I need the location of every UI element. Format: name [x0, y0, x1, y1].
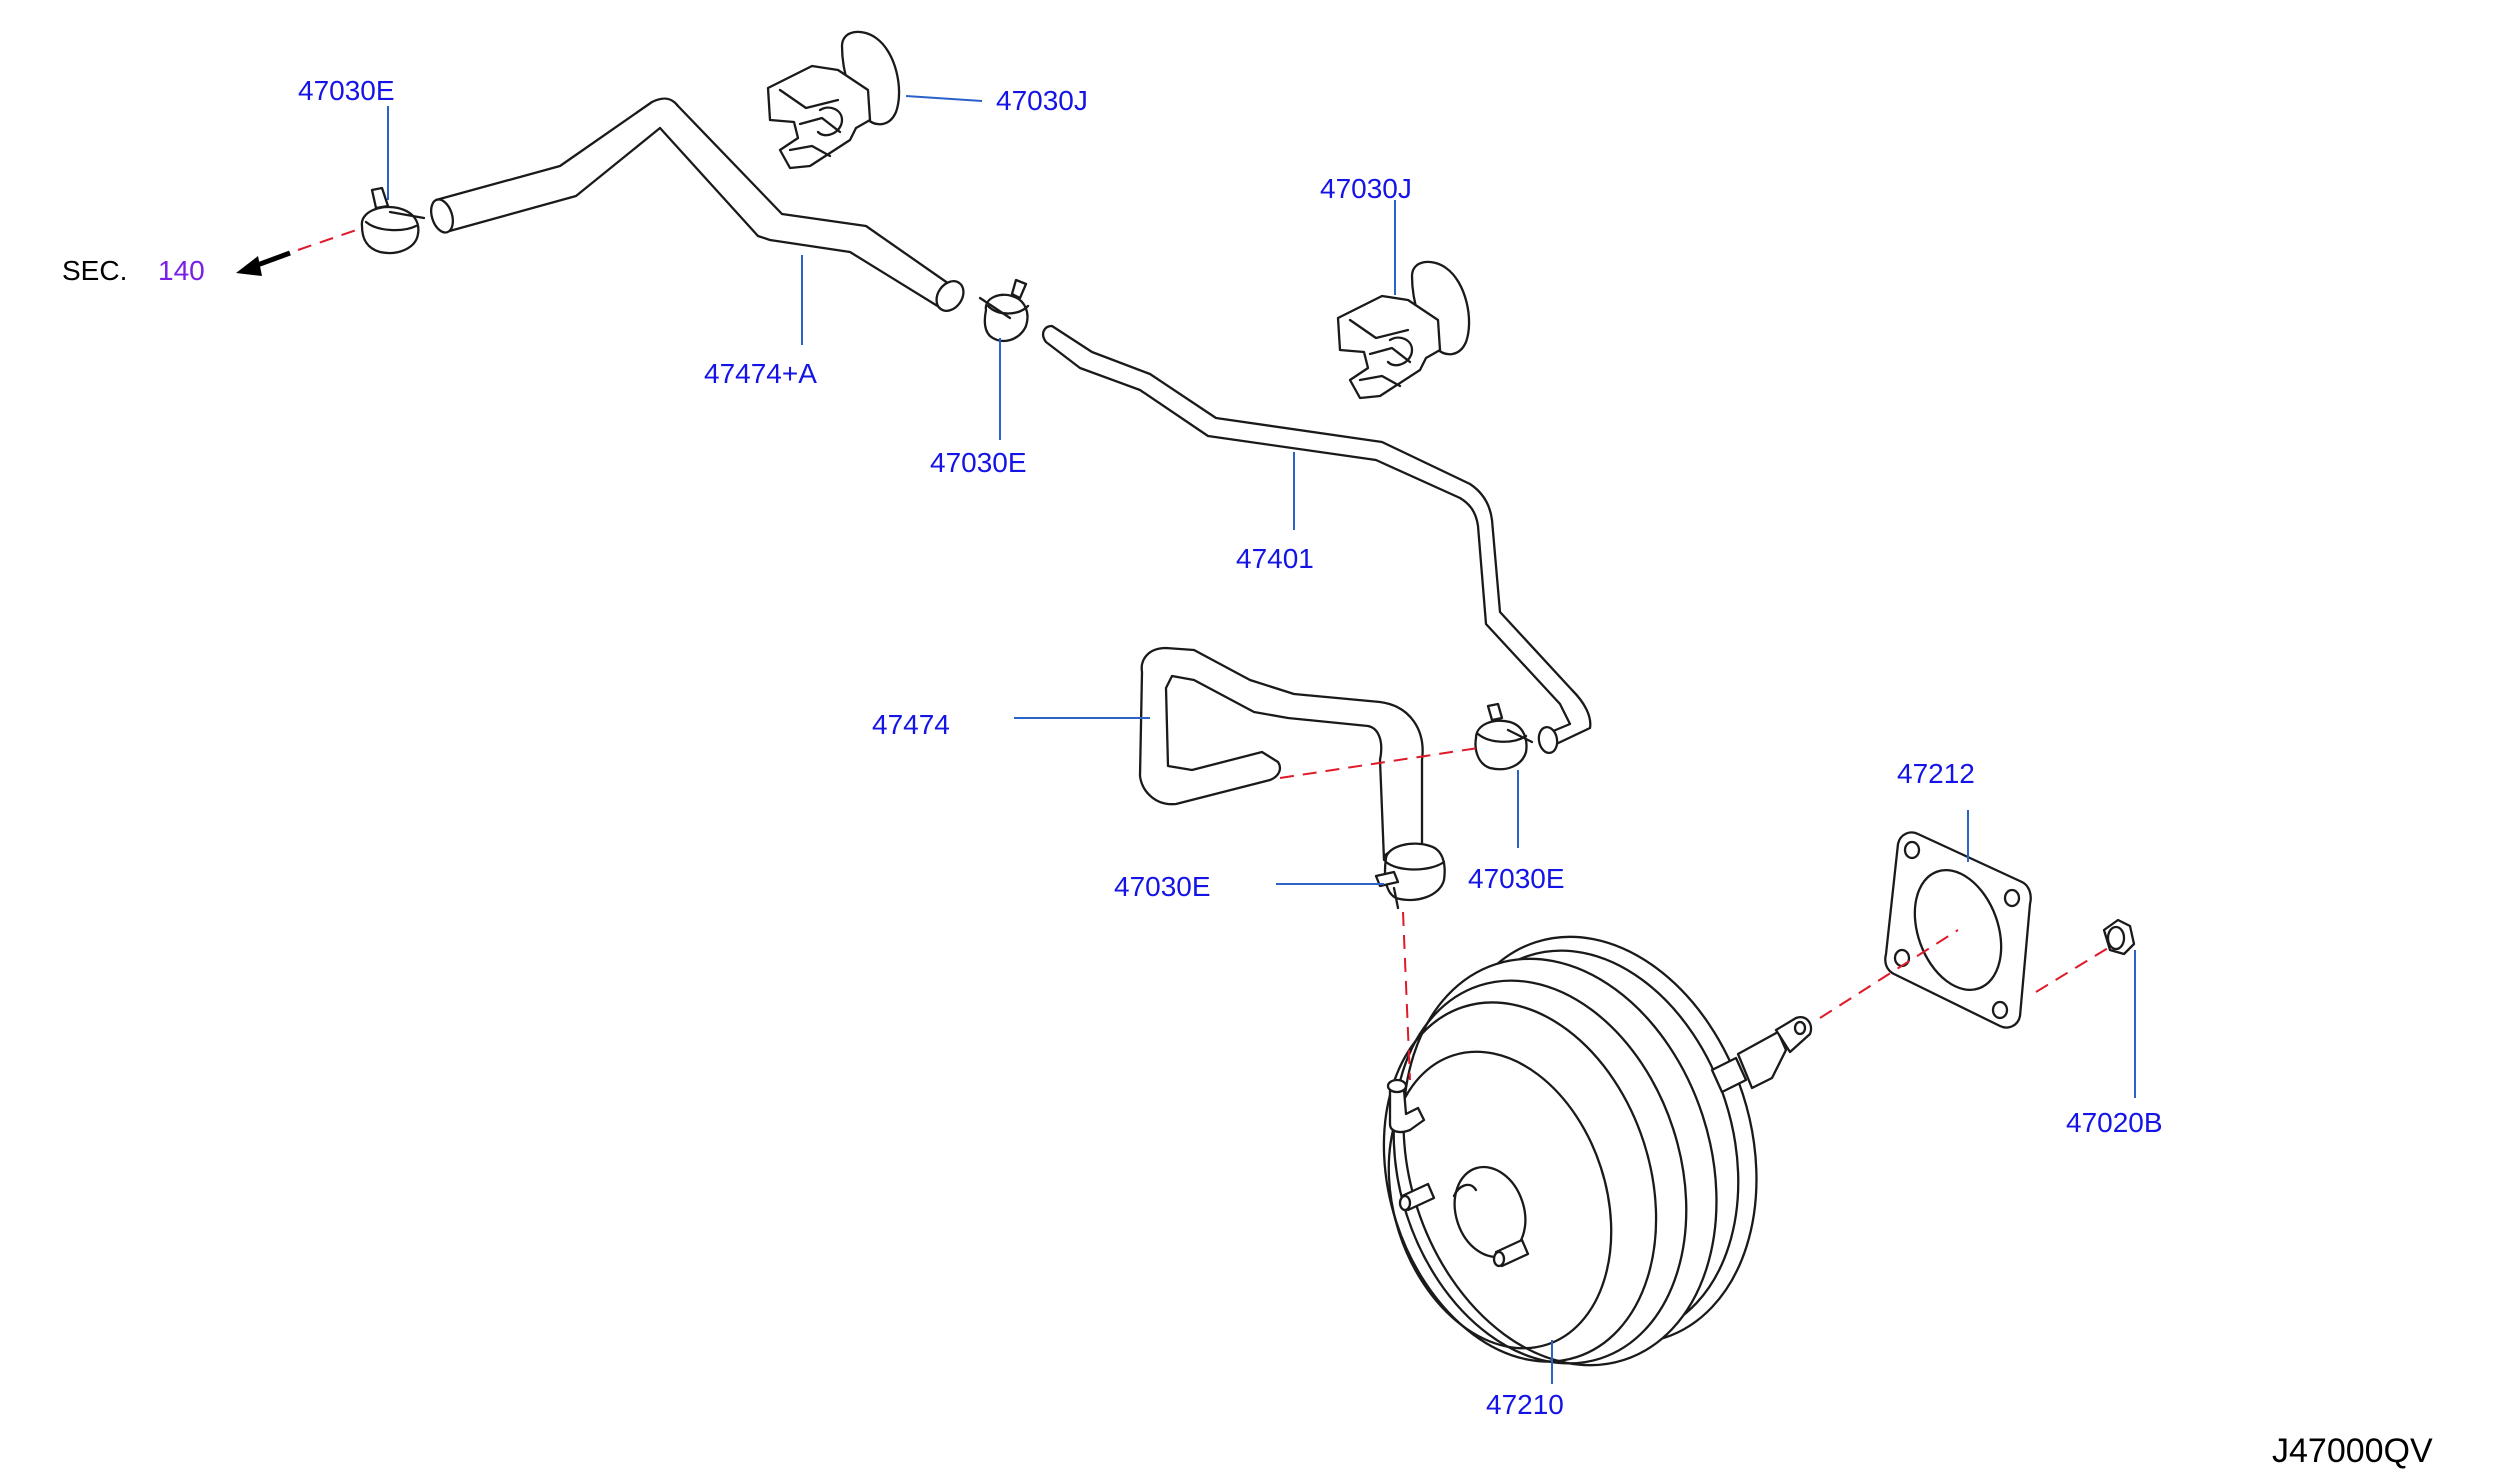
centerline-booster-port: [1402, 911, 1411, 1081]
clip-mid[interactable]: [1336, 260, 1471, 400]
clamp-lower-right[interactable]: [1474, 702, 1534, 771]
tube-main[interactable]: [1042, 324, 1592, 755]
label-clamp-lower-right[interactable]: 47030E: [1468, 863, 1565, 894]
centerline-hose-lower: [1279, 747, 1479, 779]
label-clip-mid[interactable]: 47030J: [1320, 173, 1412, 204]
clamp-top-left[interactable]: [360, 186, 426, 255]
arrow-left-icon: [236, 250, 291, 276]
label-clamp-upper-mid[interactable]: 47030E: [930, 447, 1027, 478]
clamp-lower-left[interactable]: [1374, 842, 1446, 910]
brake-booster[interactable]: [1340, 896, 1813, 1406]
section-reference[interactable]: SEC. 140: [62, 255, 205, 286]
part-labels: 47030E 47030J 47030J 47474+A 47030E 4740…: [298, 75, 2163, 1420]
centerline-gasket: [1819, 929, 1959, 1019]
clip-top[interactable]: [766, 30, 901, 170]
diagram-code: J47000QV: [2272, 1432, 2433, 1470]
label-clamp-top-left[interactable]: 47030E: [298, 75, 395, 106]
hose-lower[interactable]: [1138, 646, 1424, 868]
label-hose-lower[interactable]: 47474: [872, 709, 950, 740]
nut[interactable]: [2102, 918, 2136, 956]
label-clip-top[interactable]: 47030J: [996, 85, 1088, 116]
leader-lines: [387, 95, 2136, 1384]
label-gasket[interactable]: 47212: [1897, 758, 1975, 789]
section-number[interactable]: 140: [158, 255, 205, 286]
label-hose-upper[interactable]: 47474+A: [704, 358, 817, 389]
label-tube-main[interactable]: 47401: [1236, 543, 1314, 574]
label-clamp-lower-left[interactable]: 47030E: [1114, 871, 1211, 902]
clamp-upper-mid[interactable]: [978, 278, 1030, 343]
centerline-nut: [2035, 947, 2109, 993]
hose-upper[interactable]: [427, 97, 969, 316]
label-nut[interactable]: 47020B: [2066, 1107, 2163, 1138]
label-booster[interactable]: 47210: [1486, 1389, 1564, 1420]
centerline-sec-140: [297, 225, 369, 251]
section-prefix: SEC.: [62, 255, 127, 286]
